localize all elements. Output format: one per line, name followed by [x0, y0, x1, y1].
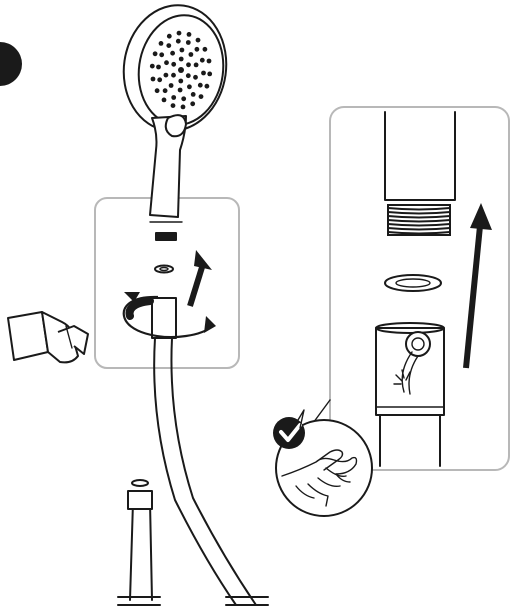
- nozzle-dot: [198, 83, 203, 88]
- nozzle-dot: [193, 75, 198, 80]
- ball-joint: [406, 332, 430, 356]
- step-number-badge: [0, 42, 22, 86]
- nozzle-dot: [162, 98, 167, 103]
- spray-mode-button: [166, 115, 186, 136]
- nozzle-dot: [186, 73, 191, 78]
- nozzle-dot: [164, 60, 169, 65]
- nozzle-dot: [199, 94, 204, 99]
- nozzle-dot: [171, 103, 176, 108]
- hose-lower-right: [150, 502, 152, 600]
- nozzle-dot: [169, 83, 174, 88]
- hose-left-edge: [154, 338, 236, 605]
- threaded-connector: [388, 205, 450, 235]
- nozzle-dot: [189, 52, 194, 57]
- nozzle-dot: [205, 84, 210, 89]
- nozzle-dot: [156, 65, 161, 70]
- nozzle-dot: [171, 95, 176, 100]
- nozzle-dot: [178, 88, 183, 93]
- lower-washer: [132, 480, 148, 486]
- nozzle-dot: [171, 73, 176, 78]
- nozzle-dot: [200, 58, 205, 63]
- nozzle-dot: [191, 92, 196, 97]
- hose-lower-nut: [128, 491, 152, 509]
- wall-bracket: [8, 312, 88, 362]
- nozzle-dot: [181, 96, 186, 101]
- nozzle-dot: [171, 62, 176, 67]
- connection-inset-frame: [95, 198, 239, 368]
- shower-hose: [118, 338, 268, 605]
- hose-nut: [152, 298, 176, 338]
- nozzle-dot: [178, 79, 183, 84]
- nozzle-dot: [201, 71, 206, 76]
- nozzle-dot: [151, 77, 156, 82]
- nozzle-dot: [178, 67, 184, 73]
- nozzle-dot: [180, 48, 185, 53]
- nozzle-dot: [179, 57, 184, 62]
- nozzle-dot: [164, 73, 169, 78]
- nozzle-dot: [163, 88, 168, 93]
- nozzle-dot: [150, 64, 155, 69]
- check-badge: [273, 417, 305, 449]
- nozzle-dot: [159, 41, 164, 46]
- nozzle-dot: [196, 38, 201, 43]
- nozzle-dot: [190, 101, 195, 106]
- nozzle-dot: [187, 84, 192, 89]
- nozzle-dot: [177, 31, 182, 36]
- nozzle-dot: [186, 62, 191, 67]
- nozzle-dot: [170, 51, 175, 56]
- nozzle-dot: [195, 47, 200, 52]
- nozzle-dot: [186, 40, 191, 45]
- nozzle-dot: [159, 52, 164, 57]
- nozzle-dot: [153, 51, 158, 56]
- handle-thread: [155, 232, 177, 241]
- nozzle-dot: [203, 47, 208, 52]
- bracket-base: [8, 312, 48, 360]
- nozzle-dot: [194, 63, 199, 68]
- nozzle-dot: [157, 77, 162, 82]
- nozzle-dot: [207, 72, 212, 77]
- nozzle-dot: [166, 43, 171, 48]
- hose-lower-left: [130, 502, 133, 600]
- hose-right-edge: [171, 338, 256, 605]
- nozzle-dot: [181, 105, 186, 110]
- nozzle-dot: [207, 59, 212, 64]
- nozzle-dot: [176, 39, 181, 44]
- nozzle-dot: [167, 34, 172, 39]
- nozzle-dot: [155, 88, 160, 93]
- nozzle-dot: [187, 32, 192, 37]
